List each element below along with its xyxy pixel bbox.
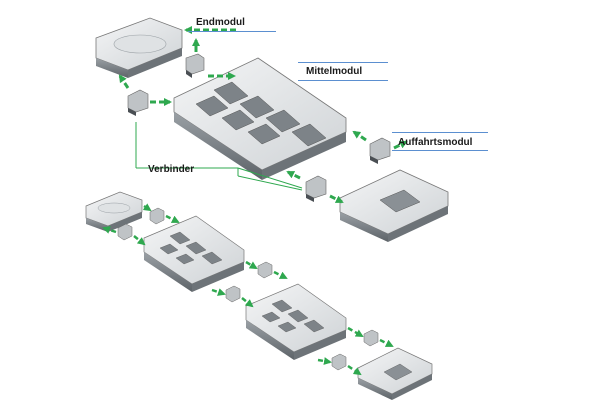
connector-3 [369,137,391,164]
label-auffahrtsmodul-underline-2 [392,150,488,151]
connector-6 [117,223,133,241]
connector-1 [185,53,205,78]
ramp-module-bottom [357,347,433,400]
middle-module-top [173,57,347,180]
connector-10 [331,353,347,371]
connector-7 [257,261,273,279]
end-module-top [95,17,183,78]
end-module-bottom [85,191,143,232]
label-verbinder: Verbinder [148,164,195,175]
ramp-module-top [339,169,449,242]
label-mittelmodul-underline [298,62,388,63]
middle-module-bottom-2 [245,283,347,360]
connector-8 [225,285,241,303]
label-endmodul-underline [188,31,276,32]
arrows-top [118,26,408,204]
arrows-bottom [102,203,394,376]
verbinder-leader-lines [135,122,303,191]
label-endmodul: Endmodul [196,17,245,28]
connector-5 [149,207,165,225]
label-mittelmodul: Mittelmodul [306,66,363,77]
middle-module-bottom-1 [143,215,245,292]
label-mittelmodul-underline-2 [298,80,388,81]
label-auffahrtsmodul-underline [392,132,488,133]
connector-2 [127,89,149,116]
connector-4 [305,175,327,202]
connector-9 [363,329,379,347]
label-auffahrtsmodul: Auffahrtsmodul [398,137,473,148]
